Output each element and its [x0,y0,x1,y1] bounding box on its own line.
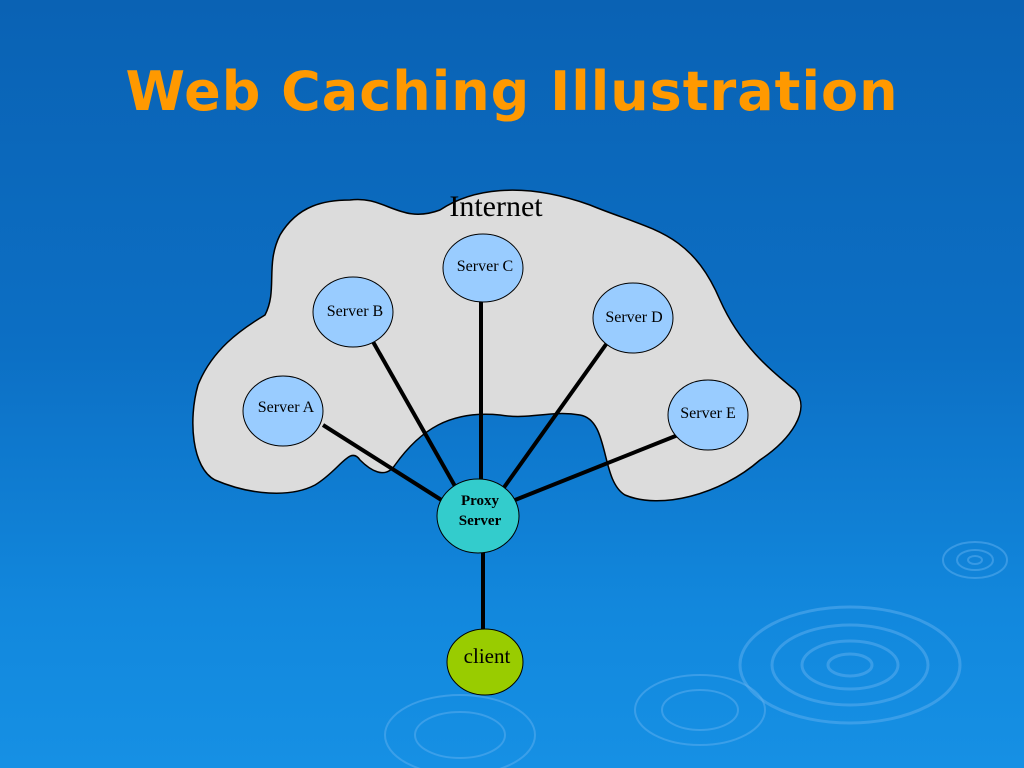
internet-label: Internet [449,190,543,223]
proxy-server-node: Proxy Server [436,478,520,554]
links [321,300,679,633]
server-c-label: Server C [457,258,513,275]
slide-title: Web Caching Illustration [125,60,899,123]
server-node-d: Server D [592,282,674,354]
client-label: client [464,644,511,668]
proxy-label-line2: Server [459,513,502,529]
proxy-label-line1: Proxy [461,493,500,509]
server-d-label: Server D [605,309,662,326]
ripple-decoration [384,541,1008,768]
server-node-e: Server E [667,379,749,451]
server-node-c: Server C [442,233,524,303]
server-node-b: Server B [312,276,394,348]
client-node: client [446,628,524,696]
server-a-label: Server A [258,399,315,416]
link-proxy-server-b [370,339,462,496]
server-node-a: Server A [242,375,324,447]
link-proxy-server-d [498,341,609,495]
internet-cloud [192,189,802,502]
server-e-label: Server E [680,405,736,422]
link-proxy-server-e [514,433,679,502]
server-b-label: Server B [327,303,383,320]
link-proxy-server-a [321,423,445,503]
